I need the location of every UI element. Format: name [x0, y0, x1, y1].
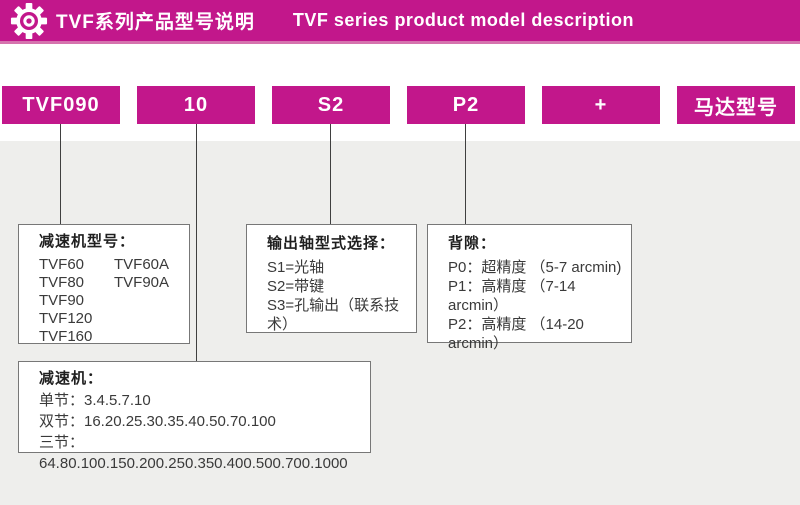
model-code-block-backlash: P2: [407, 86, 525, 124]
backlash-box: 背隙： P0：超精度 （5-7 arcmin) P1：高精度 （7-14 arc…: [427, 224, 632, 352]
output-shaft-option: S2=带键: [267, 278, 325, 295]
backlash-option: P1：高精度 （7-14 arcmin）: [448, 278, 576, 314]
ratio-stage-line: 三节：64.80.100.150.200.250.350.400.500.700…: [39, 434, 348, 472]
header-title-cn: TVF系列产品型号说明: [56, 12, 255, 33]
gearbox-model-title: 减速机型号：: [39, 233, 136, 250]
gearbox-model-column-2: TVF60A TVF90A: [114, 256, 169, 346]
header-bar: TVF系列产品型号说明 TVF series product model des…: [0, 0, 800, 44]
model-item: TVF120: [39, 310, 93, 327]
gear-icon: [10, 2, 48, 40]
model-code-block-plus: +: [542, 86, 660, 124]
connector-line-series: [60, 124, 61, 224]
ratio-stage-line: 双节：16.20.25.30.35.40.50.70.100: [39, 413, 276, 430]
connector-line-shaft: [330, 124, 331, 224]
model-item: TVF90A: [114, 274, 170, 291]
model-item: TVF160: [39, 328, 93, 345]
connector-line-backlash: [465, 124, 466, 224]
gearbox-model-list: TVF60 TVF80 TVF90 TVF120 TVF160 TVF60A T…: [39, 256, 183, 346]
header-title-en: TVF series product model description: [292, 10, 634, 30]
backlash-option: P2：高精度 （14-20 arcmin）: [448, 316, 584, 352]
model-code-block-series: TVF090: [2, 86, 120, 124]
model-item: TVF60: [39, 256, 85, 273]
model-item: TVF60A: [114, 256, 170, 273]
output-shaft-title: 输出轴型式选择：: [267, 235, 396, 252]
reduction-ratio-box: 减速机： 单节：3.4.5.7.10 双节：16.20.25.30.35.40.…: [18, 361, 371, 472]
model-code-block-motor: 马达型号: [677, 86, 795, 124]
gearbox-model-column-1: TVF60 TVF80 TVF90 TVF120 TVF160: [39, 256, 114, 346]
reduction-ratio-title: 减速机：: [39, 370, 104, 387]
model-code-block-ratio: 10: [137, 86, 255, 124]
output-shaft-option: S1=光轴: [267, 259, 325, 276]
output-shaft-box: 输出轴型式选择： S1=光轴 S2=带键 S3=孔输出（联系技术）: [246, 224, 417, 333]
ratio-stage-line: 单节：3.4.5.7.10: [39, 392, 151, 409]
backlash-title: 背隙：: [448, 235, 497, 252]
model-item: TVF90: [39, 292, 85, 309]
gearbox-model-box: 减速机型号： TVF60 TVF80 TVF90 TVF120 TVF160 T…: [18, 224, 190, 346]
output-shaft-option: S3=孔输出（联系技术）: [267, 297, 400, 333]
model-code-block-shaft: S2: [272, 86, 390, 124]
backlash-option: P0：超精度 （5-7 arcmin): [448, 259, 622, 276]
model-item: TVF80: [39, 274, 85, 291]
connector-line-ratio: [196, 124, 197, 361]
